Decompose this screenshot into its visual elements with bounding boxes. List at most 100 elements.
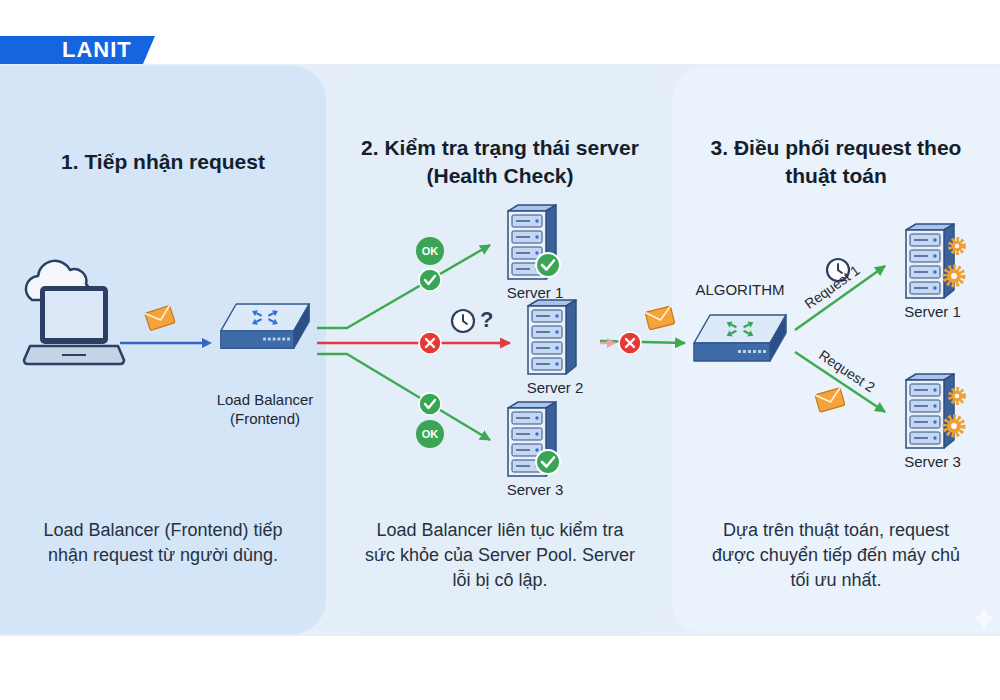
device-icon-part [256,313,261,316]
server-label: Server 1 [885,303,980,321]
device-icon-part [763,350,766,353]
server-icon-part [933,388,936,391]
device-icon-part [268,313,273,316]
envelope-icon-part [645,306,673,323]
server-icon-part [516,433,530,434]
server-icon-part [951,391,962,402]
fail-icon [419,332,441,354]
request-arrow-part [120,342,204,345]
envelope-icon-part [145,305,175,330]
server-icon-part [512,444,542,456]
clock-icon [452,310,474,332]
device-icon-part [758,350,761,353]
fail-icon-part [626,339,634,347]
server-icon-part [555,330,558,333]
step-heading: 1. Tiếp nhận request [13,148,313,176]
server-icon-part [536,347,550,348]
check-icon-part [419,269,441,291]
server-icon-part [914,421,928,422]
server-icon-part [910,234,940,246]
envelope-icon-part [645,306,675,330]
device-icon-part [744,325,749,328]
laptop-icon-part [45,291,103,338]
server-icon-part [535,251,538,254]
logo-text: LANIT [62,36,132,64]
envelope-icon [815,388,845,412]
check-icon-part [419,393,441,415]
server-icon-part [906,380,944,448]
fail-icon-part [419,332,441,354]
device-icon-part [731,325,736,328]
server-icon-part [914,255,928,256]
server-icon-part [512,247,542,259]
device-icon-part [744,331,749,334]
device-icon-part [273,338,276,341]
status-badge: OK [416,237,444,265]
device-icon-part [731,331,736,334]
device-icon-part [770,315,786,361]
server-node: Server 3 [490,400,580,499]
server-icon-part [914,405,928,406]
edge-label: Request 1 [802,262,863,312]
blocked-segment [600,338,616,348]
server-icon-part [516,220,530,221]
server-icon-part [516,236,530,237]
device-icon-part [252,319,258,325]
device-icon-part [747,321,753,327]
server-icon-part [535,432,538,435]
server-icon-part [910,282,940,294]
server-icon-part [532,342,562,354]
step-description: Load Balancer (Frontend) tiếp nhận reque… [41,518,286,568]
server-icon-part [555,362,558,365]
server-icon-part [950,389,964,403]
check-icon-part [425,276,435,284]
device-icon-part [694,343,770,361]
status-text: OK [416,237,444,265]
server-icon-part [555,314,558,317]
device-icon [217,300,313,356]
request-arrow [120,338,212,348]
server-icon-part [516,268,530,269]
server-icon-part [512,231,542,243]
server-icon-part [535,235,538,238]
device-icon-part [268,338,271,341]
server-icon-part [516,449,530,450]
connector-arrow [317,342,510,345]
server-icon-part [516,252,530,253]
server-icon-part [535,448,538,451]
device-icon-part [748,350,751,353]
server-icon-part [933,238,936,241]
step-heading: 3. Điều phối request theo thuật toán [706,134,966,190]
server-icon-part [910,400,940,412]
server-icon-part [914,389,928,390]
clock-icon-part [463,315,467,324]
clock-icon-part [452,310,474,332]
server-icon-part [555,346,558,349]
device-icon-part [294,304,309,348]
logo-shape [0,36,155,64]
envelope-icon-part [815,388,845,412]
status-text: OK [416,420,444,448]
device-icon-part [727,330,733,336]
server-label: Server 2 [510,379,600,397]
laptop-icon-part [40,286,108,344]
device-icon-part [727,321,733,327]
server-icon-part [532,326,562,338]
server-icon-part [954,394,958,398]
server-icon-part [951,241,962,252]
server-icon-part [950,239,964,253]
server-icon-part [914,271,928,272]
server-node: Server 2 [510,298,600,397]
server-icon-part [933,286,936,289]
device-icon-part [272,319,278,325]
server-icon-part [516,417,530,418]
server-icon-part [954,244,958,248]
laptop-icon-part [24,346,124,364]
server-icon-part [512,215,542,227]
envelope-icon-part [815,388,843,406]
step-panel: 2. Kiểm tra trạng thái server (Health Ch… [332,66,668,634]
